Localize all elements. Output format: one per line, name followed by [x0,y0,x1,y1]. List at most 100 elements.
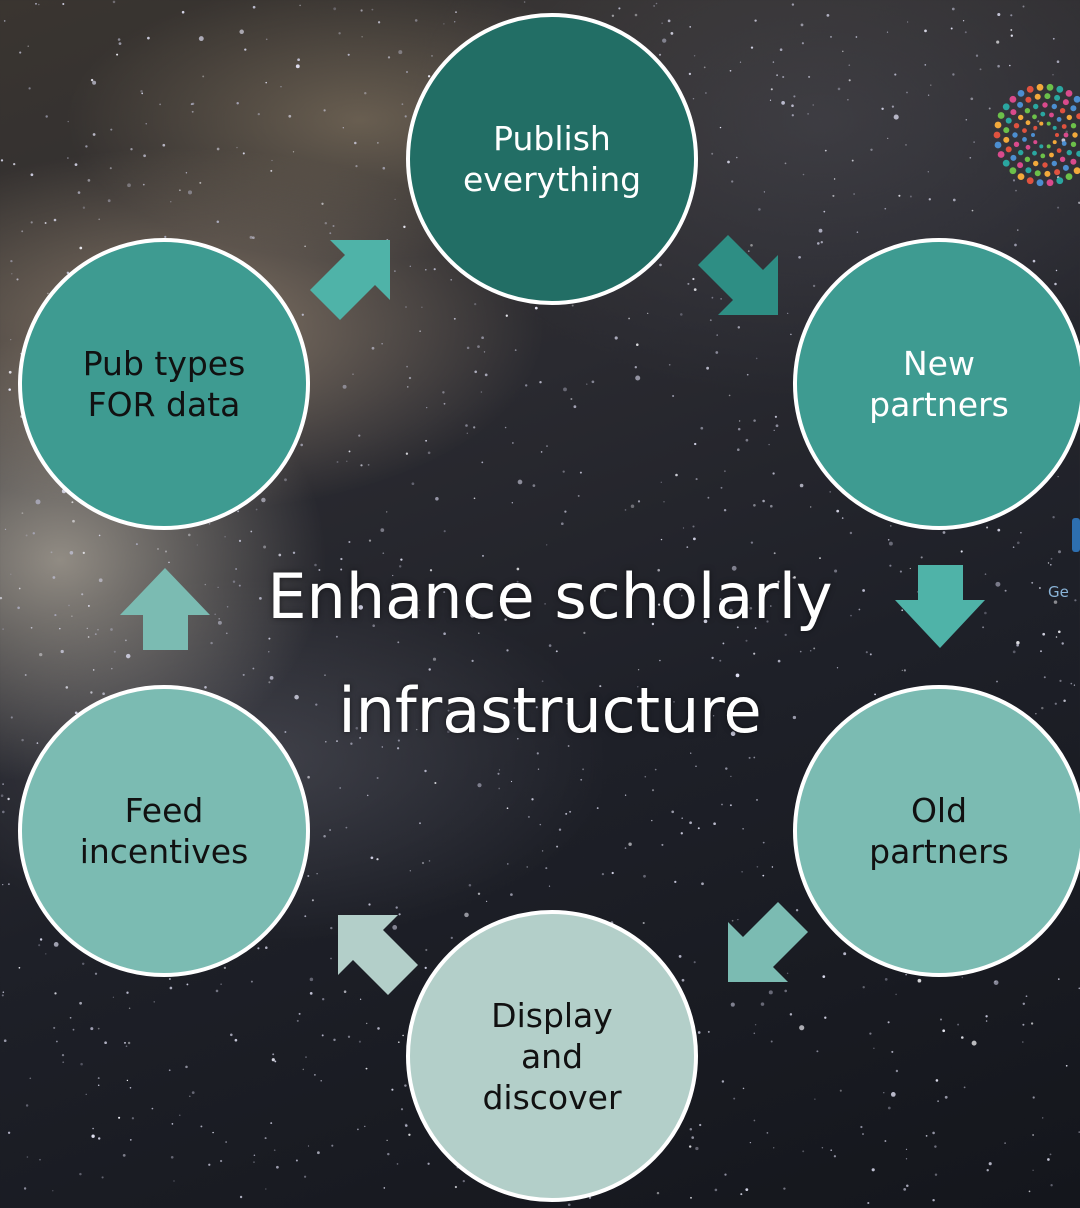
logo-dot [1031,133,1035,137]
star [611,871,614,875]
logo-dot [1051,103,1057,110]
star [454,21,456,23]
star [749,606,753,610]
star [656,1191,660,1195]
logo-dot [1046,83,1054,91]
star [394,270,396,272]
star [539,380,542,384]
star [35,2,37,5]
star [986,526,989,529]
star [867,1201,870,1205]
logo-dot [1065,90,1073,97]
star [1074,599,1077,602]
star [92,1127,94,1130]
star [392,574,394,577]
star [935,1079,939,1082]
star [97,1084,100,1086]
star [816,1050,819,1053]
star [268,651,270,653]
star [112,0,116,4]
logo-dot [1036,179,1044,187]
star [398,913,401,916]
star [45,115,48,118]
star [473,497,476,500]
star [1055,636,1058,638]
star [265,1188,267,1190]
star [453,317,456,320]
star [693,288,697,291]
star [387,56,391,59]
star [113,650,116,653]
star [2,783,4,785]
star [435,497,439,501]
star [555,650,558,653]
star [603,589,606,592]
star [352,373,354,375]
star [950,27,953,30]
star [731,565,737,571]
star [19,51,22,54]
star [8,370,12,374]
star [701,882,704,886]
star [812,284,816,288]
star [830,35,832,38]
star [833,1155,837,1158]
star [317,1151,320,1155]
star [906,21,909,23]
star [628,317,631,320]
star [773,552,776,555]
star [837,87,841,91]
star [814,1098,816,1100]
star [358,1040,361,1043]
star [716,334,718,336]
star [294,694,299,700]
star [905,1158,908,1160]
star [848,79,851,82]
star [636,343,639,346]
star [703,66,706,69]
star [988,1162,992,1166]
star [690,1196,692,1199]
star [164,235,167,238]
star [35,499,41,505]
star [433,268,436,271]
star [421,306,423,308]
star [276,1165,279,1169]
star [377,142,379,144]
logo-dot [1017,162,1024,169]
star [7,797,10,801]
star [210,641,213,645]
star [265,38,268,41]
star [653,5,655,7]
star [421,861,425,865]
star [129,1139,132,1141]
star [546,445,548,448]
logo-dot [1056,148,1062,153]
star [570,398,573,400]
star [225,632,228,635]
star [741,870,743,873]
star [21,512,24,514]
star [567,1203,571,1207]
star [661,843,664,846]
star [920,556,923,559]
star [208,1163,211,1166]
star [329,232,332,235]
star [573,405,577,409]
star [464,912,469,918]
star [168,1069,171,1072]
star [1016,541,1020,545]
star [1012,179,1016,182]
star [753,1032,756,1035]
star [323,835,326,838]
star [673,701,675,703]
star [957,1023,960,1026]
star [883,1092,885,1094]
star [140,89,143,93]
star [1015,189,1017,192]
star [98,218,101,221]
star [80,1062,83,1066]
star [342,127,344,129]
star [986,1169,989,1172]
star [131,1117,135,1120]
